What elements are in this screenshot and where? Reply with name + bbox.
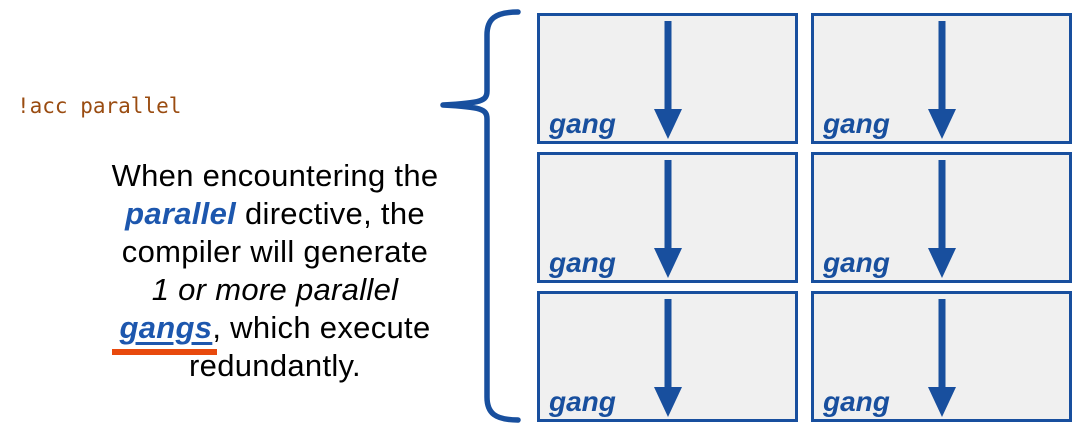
text-line: redundantly. (55, 347, 495, 385)
explanation-text: When encountering the parallel directive… (55, 157, 495, 385)
text-line: When encountering the (55, 157, 495, 195)
text-segment: redundantly. (189, 348, 361, 383)
text-line: 1 or more parallel (55, 271, 495, 309)
gang-box: gang (811, 291, 1072, 422)
gang-label: gang (549, 108, 616, 139)
down-arrow-icon (927, 299, 956, 417)
text-line: compiler will generate (55, 233, 495, 271)
text-line: gangs, which execute (55, 309, 495, 347)
gang-box: gang (537, 291, 798, 422)
gang-label: gang (823, 108, 890, 139)
gang-grid: gang gang gang gang gang (537, 13, 1072, 422)
text-line: parallel directive, the (55, 195, 495, 233)
gang-label: gang (823, 386, 890, 417)
down-arrow-icon (927, 160, 956, 278)
down-arrow-icon (927, 21, 956, 139)
code-directive-label: !acc parallel (17, 94, 182, 118)
gang-label: gang (549, 247, 616, 278)
gang-box: gang (811, 13, 1072, 144)
down-arrow-icon (653, 21, 682, 139)
text-segment: When encountering the (111, 158, 439, 193)
gangs-keyword: gangs (119, 310, 213, 345)
gang-box: gang (537, 152, 798, 283)
gang-label: gang (549, 386, 616, 417)
gang-box: gang (537, 13, 798, 144)
left-brace-icon (440, 9, 521, 423)
text-segment: 1 or more parallel (151, 272, 399, 307)
text-segment: directive, the (236, 196, 425, 231)
text-segment: compiler will generate (121, 234, 429, 269)
text-segment: , which execute (212, 310, 431, 345)
gang-box: gang (811, 152, 1072, 283)
down-arrow-icon (653, 299, 682, 417)
gang-label: gang (823, 247, 890, 278)
down-arrow-icon (653, 160, 682, 278)
parallel-keyword: parallel (125, 196, 237, 231)
